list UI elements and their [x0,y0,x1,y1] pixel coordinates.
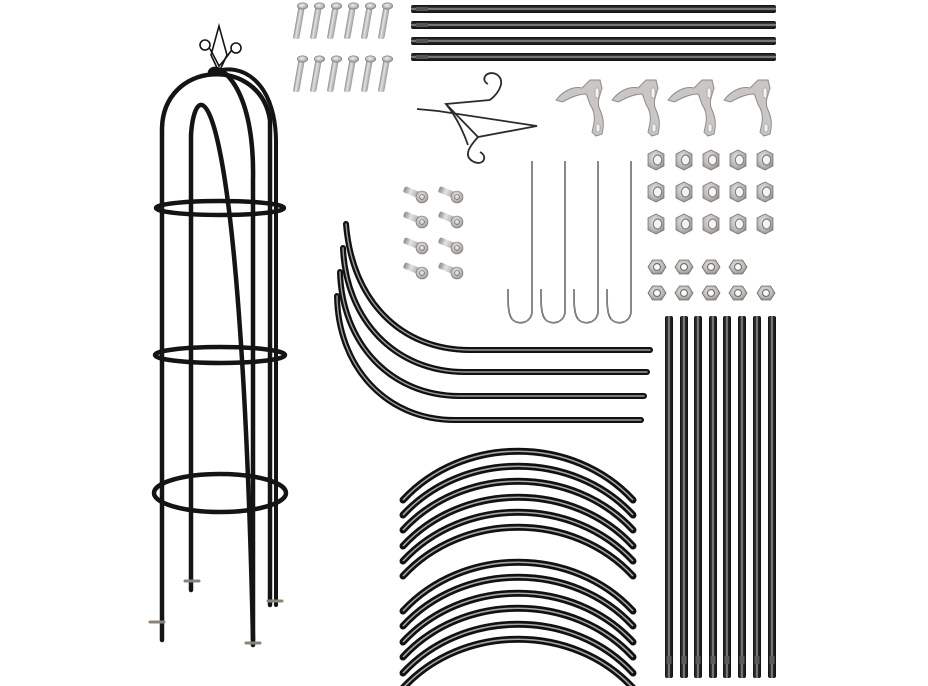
obelisk-finial [199,22,242,74]
short-bolts [402,185,464,280]
large-nuts [647,149,774,235]
ground-stakes [507,160,632,324]
small-nuts [647,259,776,301]
ring-brackets [555,79,772,137]
ring-arc-segments [403,451,633,686]
scroll-finial [416,72,538,164]
bent-tubes [334,221,653,423]
vertical-tubes [665,316,776,678]
long-bolts [292,2,394,93]
horizontal-tubes [411,5,776,61]
assembled-obelisk [148,22,289,648]
